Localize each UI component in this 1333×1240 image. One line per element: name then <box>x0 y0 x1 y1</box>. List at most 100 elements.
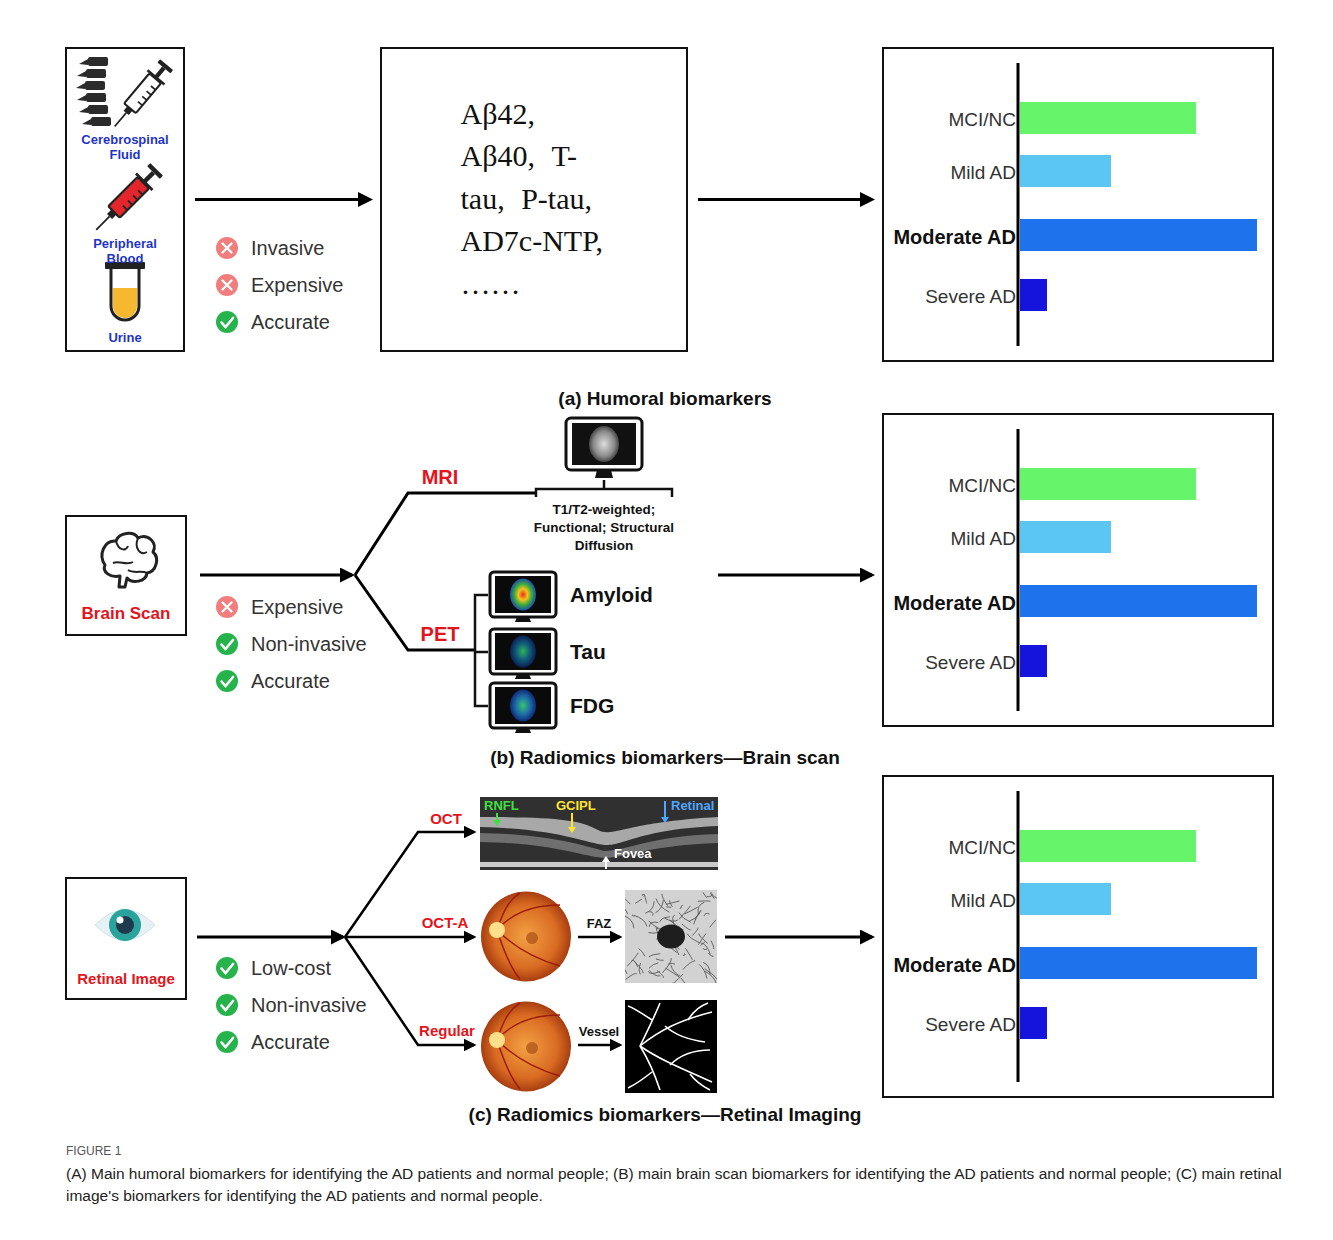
brain-icon <box>102 533 157 587</box>
vessel-map <box>688 1003 708 1020</box>
mri-bracket <box>536 480 672 497</box>
property-label: Non-invasive <box>251 632 367 656</box>
oct-scan <box>480 797 718 870</box>
stage-chart-box: MCI/NCMild ADModerate ADSevere AD <box>882 413 1274 727</box>
spine-icon <box>77 71 86 77</box>
oct-scan <box>661 817 669 823</box>
stage-label: Moderate AD <box>893 225 1016 249</box>
property-label: Expensive <box>251 595 343 619</box>
modality-label: Regular <box>419 1022 475 1040</box>
tracer-label: FDG <box>570 693 614 718</box>
pet-monitor <box>490 629 556 679</box>
faz-angiogram <box>665 968 679 977</box>
stage-bar-chart <box>1020 883 1111 915</box>
syringe-icon <box>124 73 161 113</box>
spine-icon <box>76 57 111 126</box>
faz-angiogram <box>698 900 711 901</box>
check-icon <box>222 677 234 686</box>
vessel-map <box>625 1000 717 1093</box>
oct-scan <box>568 827 576 833</box>
check-icon <box>216 1031 238 1053</box>
faz-angiogram <box>625 890 717 983</box>
figure-number: FIGURE 1 <box>66 1144 121 1158</box>
cross-icon <box>223 281 232 290</box>
spine-icon <box>86 93 106 102</box>
spine-icon <box>82 119 91 125</box>
spine-icon <box>88 57 108 66</box>
cross-icon <box>216 596 238 618</box>
flow-arrow <box>195 198 370 201</box>
panel-title: (c) Radiomics biomarkers—Retinal Imaging <box>469 1104 862 1127</box>
pet-monitor <box>495 576 551 613</box>
spine-icon <box>76 83 85 89</box>
check-icon <box>216 1031 238 1053</box>
biomarker-list: Aβ42, Aβ40, T-tau, P-tau, AD7c-NTP, …… <box>461 93 607 306</box>
vessel-map <box>625 1000 717 1093</box>
pet-monitor <box>495 633 551 670</box>
oct-scan <box>493 820 501 826</box>
modality-label: PET <box>421 622 460 646</box>
spine-icon <box>85 81 105 90</box>
pet-monitor <box>510 579 536 611</box>
faz-angiogram <box>680 905 683 909</box>
faz-angiogram <box>649 970 660 975</box>
flow-arrow <box>725 936 872 939</box>
layer-label: Retinal <box>671 798 714 814</box>
spine-icon <box>86 69 106 78</box>
fundus-photo <box>480 890 572 983</box>
faz-angiogram <box>657 925 685 949</box>
brain-icon <box>102 533 157 587</box>
check-icon <box>216 994 238 1016</box>
faz-angiogram <box>625 892 630 904</box>
regular-branch <box>345 937 474 1045</box>
test-tube-icon <box>105 262 145 320</box>
brain-scan-box: Brain Scan <box>65 515 187 636</box>
faz-angiogram <box>683 961 696 970</box>
pet-monitor <box>515 728 531 733</box>
syringe-icon <box>138 86 156 105</box>
mri-monitor <box>589 426 619 462</box>
fundus-photo <box>489 922 505 938</box>
sample-label: Cerebrospinal Fluid <box>73 133 177 163</box>
oct-scan <box>605 861 607 869</box>
flow-arrow <box>718 574 872 577</box>
stage-label: Mild AD <box>951 528 1016 551</box>
cross-icon <box>223 244 232 253</box>
vessel-arrow <box>578 1044 620 1047</box>
oct-scan <box>571 813 573 828</box>
oct-scan <box>480 797 718 870</box>
test-tube-icon <box>111 268 139 320</box>
check-icon <box>216 670 238 692</box>
pet-branch <box>355 575 475 650</box>
stage-label: Severe AD <box>925 1014 1016 1037</box>
mri-monitor <box>566 418 642 478</box>
faz-angiogram <box>666 901 680 904</box>
faz-angiogram <box>687 934 700 943</box>
stage-label: Moderate AD <box>893 953 1016 977</box>
fundus-photo <box>526 932 538 944</box>
vessel-map <box>628 1006 652 1020</box>
layer-label: Fovea <box>614 846 652 862</box>
blood-syringe-icon <box>108 177 149 218</box>
spine-icon <box>79 59 88 65</box>
faz-angiogram <box>634 915 647 926</box>
oct-scan <box>496 813 498 821</box>
check-icon <box>216 957 238 979</box>
biomarker-list-box: Aβ42, Aβ40, T-tau, P-tau, AD7c-NTP, …… <box>380 47 688 352</box>
blood-syringe-icon <box>135 173 153 191</box>
mri-monitor <box>572 423 636 465</box>
faz-angiogram <box>665 918 678 921</box>
pet-bracket <box>475 595 488 706</box>
cross-icon <box>216 274 238 296</box>
eye-icon <box>117 917 124 924</box>
stage-bar-chart <box>1020 830 1196 862</box>
faz-angiogram <box>683 954 685 956</box>
syringe-icon <box>157 59 173 73</box>
cross-icon <box>216 274 238 296</box>
stage-bar-chart <box>1020 585 1257 617</box>
vessel-map <box>665 1026 705 1042</box>
check-icon <box>222 640 234 649</box>
property-label: Non-invasive <box>251 993 367 1017</box>
faz-angiogram <box>701 943 711 954</box>
